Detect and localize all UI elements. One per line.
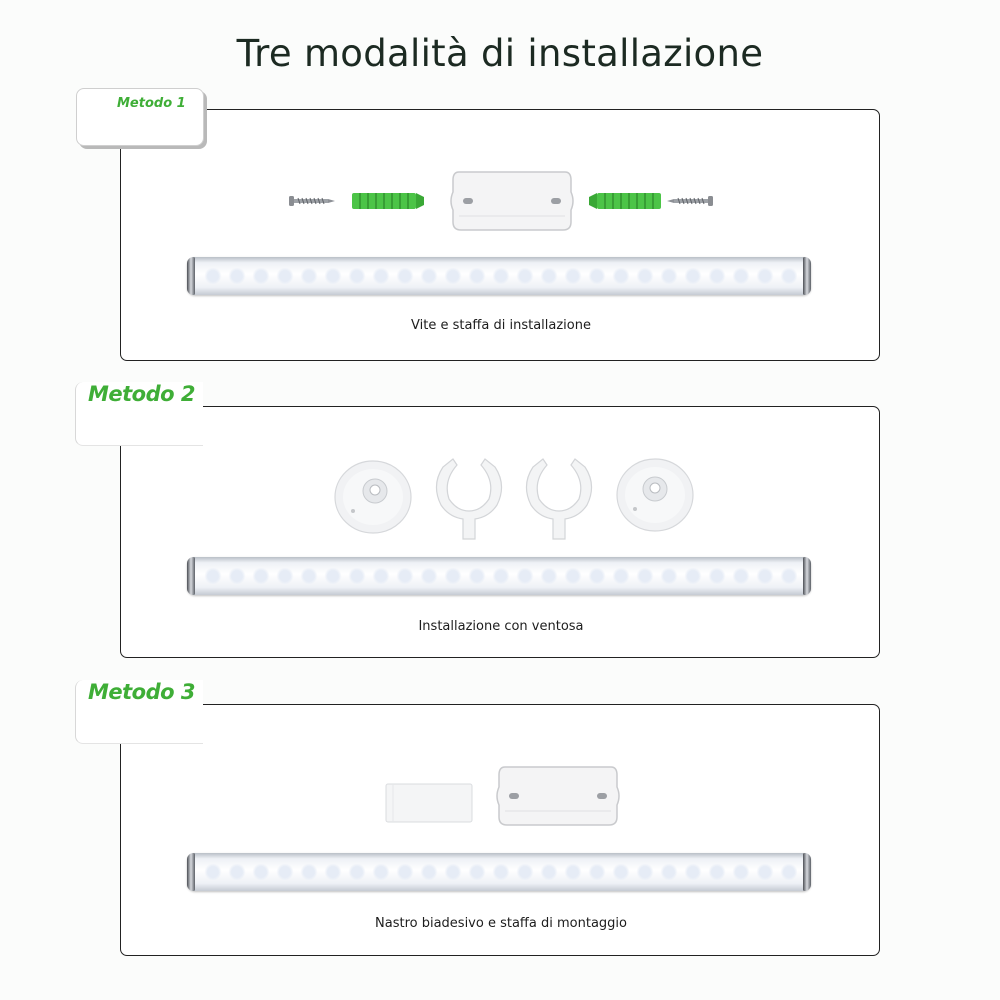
led-light-bar-icon bbox=[187, 257, 811, 295]
method-3-panel: Nastro biadesivo e staffa di montaggio bbox=[120, 704, 880, 956]
wall-anchor-icon bbox=[589, 190, 661, 212]
screw-icon bbox=[667, 194, 713, 208]
method-1-tab: Metodo 1 bbox=[76, 88, 204, 146]
c-clip-icon bbox=[433, 455, 505, 541]
method-2-caption: Installazione con ventosa bbox=[418, 619, 584, 634]
method-3-tab: Metodo 3 bbox=[75, 680, 203, 744]
led-light-bar-icon bbox=[187, 557, 811, 595]
suction-cup-icon bbox=[615, 457, 695, 533]
mounting-bracket-icon bbox=[449, 170, 575, 232]
method-3-label: Metodo 3 bbox=[88, 680, 196, 704]
led-light-bar-icon bbox=[187, 853, 811, 891]
method-2-panel: Installazione con ventosa bbox=[120, 406, 880, 658]
c-clip-icon bbox=[523, 455, 595, 541]
method-1-label: Metodo 1 bbox=[117, 96, 186, 111]
page-title: Tre modalità di installazione bbox=[236, 32, 764, 75]
method-1-caption: Vite e staffa di installazione bbox=[411, 318, 591, 333]
mounting-bracket-icon bbox=[495, 765, 621, 827]
method-3-caption: Nastro biadesivo e staffa di montaggio bbox=[375, 916, 627, 931]
suction-cup-icon bbox=[333, 459, 413, 535]
screw-icon bbox=[289, 194, 335, 208]
adhesive-tape-icon bbox=[385, 783, 473, 823]
wall-anchor-icon bbox=[352, 190, 424, 212]
method-2-label: Metodo 2 bbox=[88, 382, 196, 406]
method-1-panel: Vite e staffa di installazione bbox=[120, 109, 880, 361]
method-2-tab: Metodo 2 bbox=[75, 382, 203, 446]
